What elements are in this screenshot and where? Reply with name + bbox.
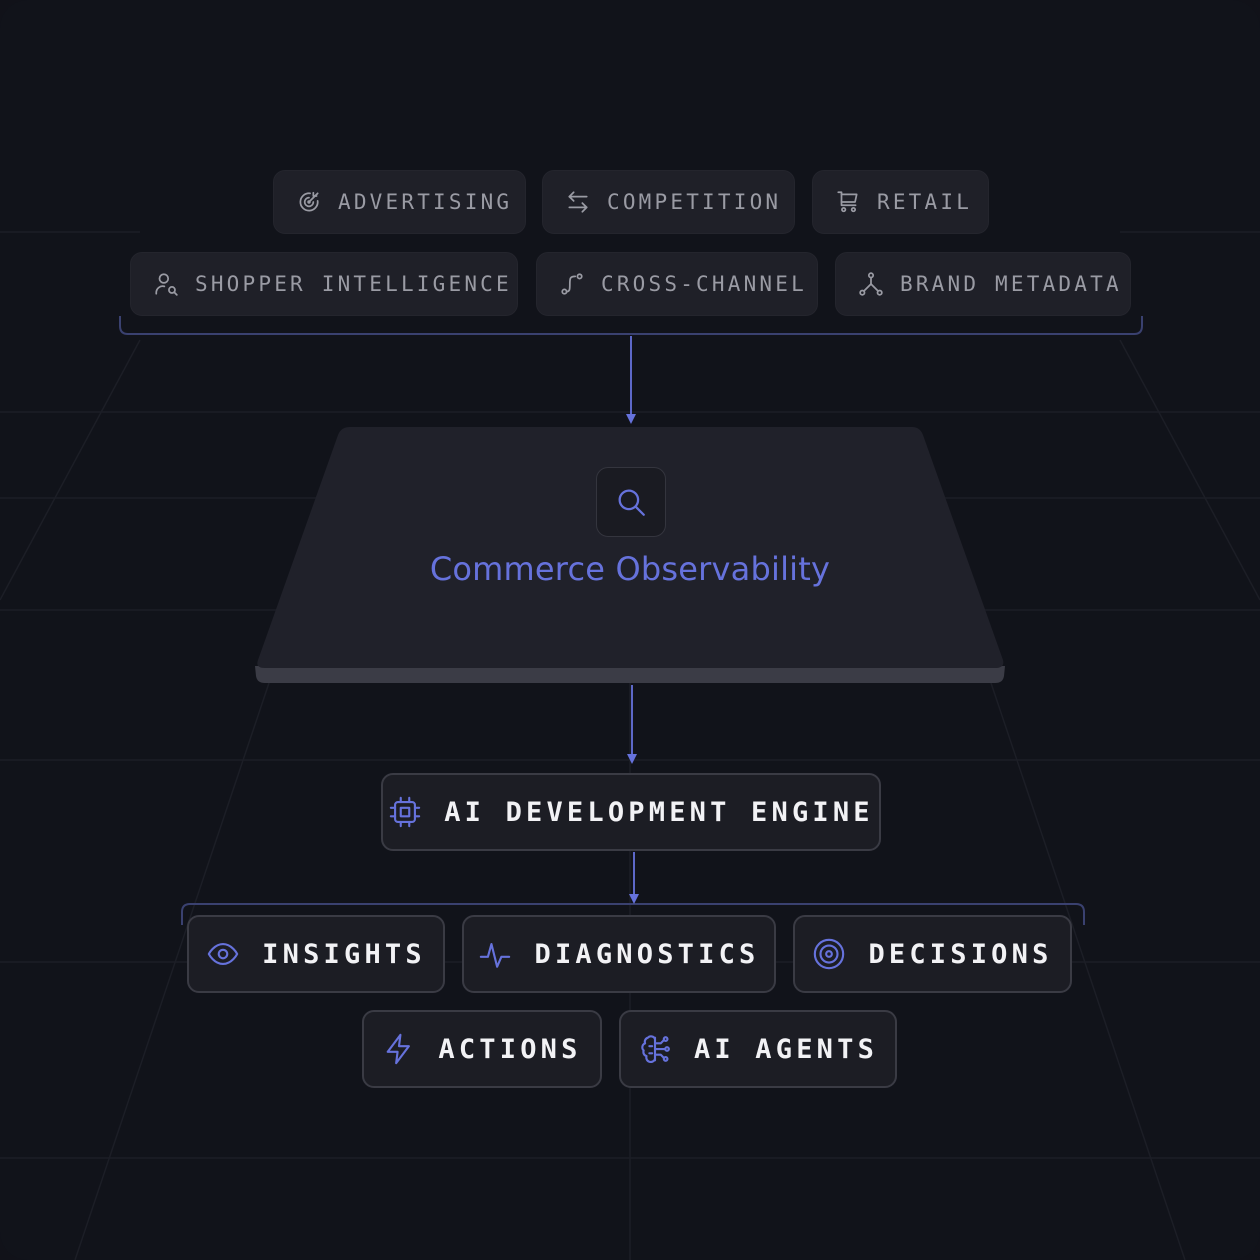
brain-circuit-icon xyxy=(641,1035,670,1064)
output-label: DECISIONS xyxy=(868,938,1053,970)
output-label: DIAGNOSTICS xyxy=(534,938,760,970)
eye-icon xyxy=(207,943,239,965)
output-label: AI AGENTS xyxy=(693,1033,879,1065)
ai-development-engine-node[interactable]: AI DEVELOPMENT ENGINE xyxy=(381,773,881,851)
source-label: BRAND METADATA xyxy=(900,272,1122,296)
route-icon xyxy=(561,273,583,295)
source-chip-retail[interactable]: RETAIL xyxy=(812,170,989,234)
output-node-insights[interactable]: INSIGHTS xyxy=(187,915,445,993)
source-chip-advertising[interactable]: ADVERTISING xyxy=(273,170,526,234)
source-label: CROSS-CHANNEL xyxy=(601,272,807,296)
source-chip-brand-metadata[interactable]: BRAND METADATA xyxy=(835,252,1131,316)
source-chip-competition[interactable]: COMPETITION xyxy=(542,170,795,234)
user-search-icon xyxy=(155,273,178,296)
source-label: SHOPPER INTELLIGENCE xyxy=(195,272,512,296)
source-chip-shopper-intelligence[interactable]: SHOPPER INTELLIGENCE xyxy=(130,252,518,316)
source-label: ADVERTISING xyxy=(338,190,513,214)
output-node-actions[interactable]: ACTIONS xyxy=(362,1010,602,1088)
engine-label: AI DEVELOPMENT ENGINE xyxy=(444,796,874,828)
output-label: INSIGHTS xyxy=(262,938,426,970)
target-rings-icon xyxy=(814,938,845,970)
pulse-icon xyxy=(480,943,511,968)
platform-title: Commerce Observability xyxy=(429,550,831,588)
search-icon xyxy=(618,489,645,516)
cpu-chip-icon xyxy=(389,796,421,828)
output-node-diagnostics[interactable]: DIAGNOSTICS xyxy=(462,915,776,993)
source-chip-cross-channel[interactable]: CROSS-CHANNEL xyxy=(536,252,818,316)
output-node-ai-agents[interactable]: AI AGENTS xyxy=(619,1010,897,1088)
cart-icon xyxy=(837,191,858,213)
lightning-icon xyxy=(386,1033,411,1065)
target-icon xyxy=(299,191,319,212)
output-label: ACTIONS xyxy=(438,1033,582,1065)
swap-arrows-icon xyxy=(568,191,588,213)
output-node-decisions[interactable]: DECISIONS xyxy=(793,915,1072,993)
source-label: COMPETITION xyxy=(607,190,782,214)
network-icon xyxy=(859,272,883,296)
platform-search-button[interactable] xyxy=(596,467,666,537)
source-label: RETAIL xyxy=(877,190,973,214)
